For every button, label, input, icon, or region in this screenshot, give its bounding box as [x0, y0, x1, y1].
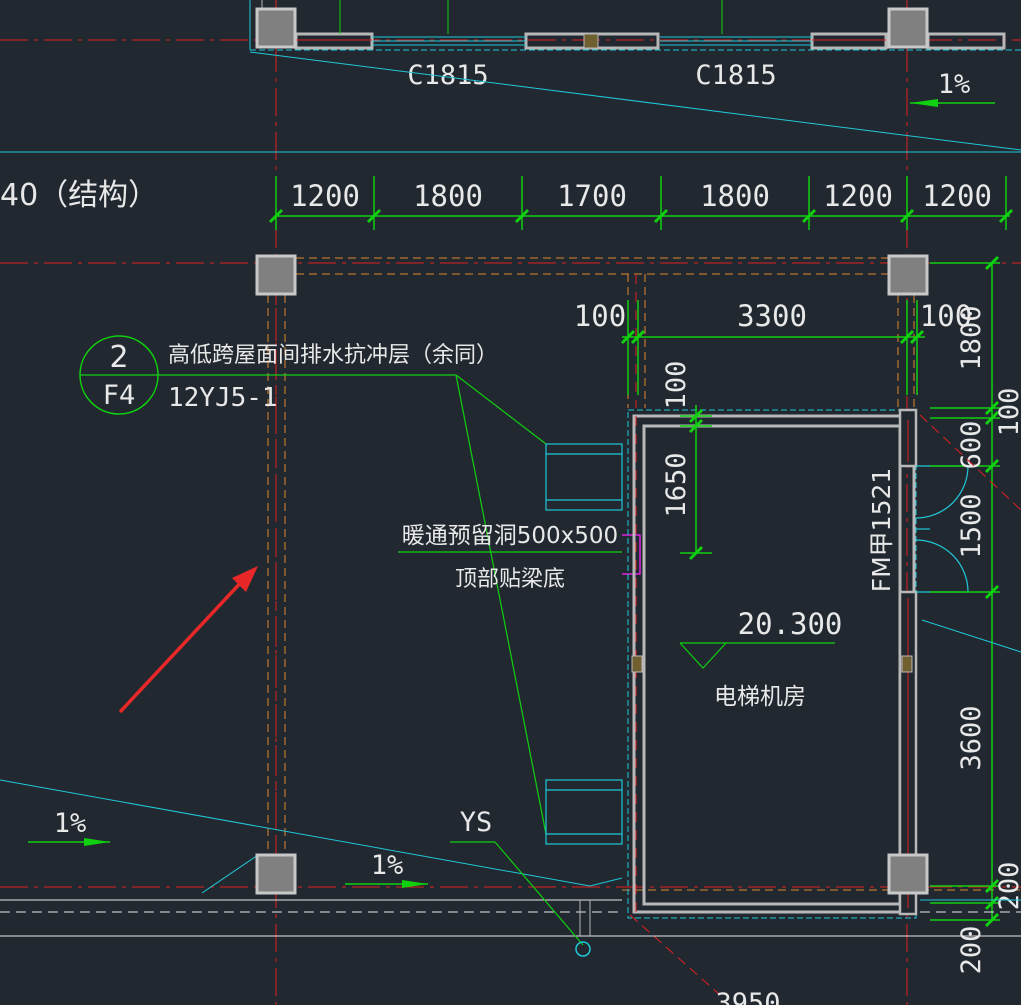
elevation-triangle	[679, 642, 727, 669]
beam-outlines	[267, 257, 1021, 891]
dim-inner-mid: 3300	[737, 299, 807, 333]
column-mid-left	[255, 254, 297, 296]
slope-arrowhead-top	[910, 99, 938, 107]
top-dimension-chain	[268, 176, 1014, 230]
anti-scour-pad-lower	[545, 779, 623, 845]
hvac-opening-mark	[622, 534, 641, 575]
slope-arrowhead-left	[84, 838, 110, 846]
dim-room-100: 100	[661, 361, 692, 410]
dim-right-3600: 3600	[956, 705, 987, 770]
slope-label-bottom: 1%	[371, 850, 404, 881]
anti-scour-pad-upper	[545, 443, 623, 511]
annotation-arrow-head	[232, 566, 258, 592]
slope-label-left: 1%	[54, 808, 87, 839]
pipe-leader-diagonal	[494, 841, 584, 946]
cyan-diagonal-right	[921, 619, 1021, 653]
roof-ridge-line-bottom	[0, 779, 591, 887]
annotation-arrow-shaft	[118, 576, 247, 714]
hvac-note: 暖通预留洞500x500	[402, 523, 618, 549]
wall-opening-left	[631, 655, 643, 673]
slope-label-top: 1%	[938, 69, 971, 100]
right-dimension-chain	[930, 255, 1000, 928]
column-top-left	[255, 7, 297, 49]
dim-inner-right: 100	[920, 299, 972, 333]
dim-right-200a: 200	[994, 862, 1021, 911]
column-bottom-left	[255, 853, 297, 895]
dim-top-4: 1800	[700, 179, 770, 213]
callout-note: 高低跨屋面间排水抗冲层（余同）	[168, 343, 498, 368]
elevation-note: 40（结构）	[0, 178, 158, 213]
window-label-2: C1815	[695, 60, 776, 91]
roof-corner-line	[201, 854, 259, 894]
beam-centerlines	[275, 274, 637, 855]
column-top-right	[887, 7, 929, 49]
dim-right-100: 100	[994, 388, 1021, 437]
pipe-label: YS	[460, 807, 493, 838]
callout-standard: 12YJ5-1	[168, 383, 278, 413]
dim-inner-left: 100	[574, 299, 626, 333]
room-name: 电梯机房	[714, 684, 806, 710]
dim-top-2: 1800	[413, 179, 483, 213]
red-diagonal-bottom	[629, 914, 721, 996]
callout-sheet: F4	[103, 380, 136, 411]
hvac-subnote: 顶部贴梁底	[455, 567, 565, 592]
dim-right-1800: 1800	[956, 305, 987, 370]
wall-opening-right	[901, 655, 913, 673]
dim-bottom: 3950	[715, 988, 780, 1005]
window-label-1: C1815	[407, 60, 488, 91]
dim-top-1: 1200	[290, 179, 360, 213]
callout-number: 2	[109, 340, 128, 375]
room-elevation: 20.300	[738, 607, 843, 641]
dim-right-200b: 200	[956, 926, 987, 975]
dim-right-600: 600	[956, 421, 987, 470]
callout-leader-upper	[455, 374, 547, 445]
column-bottom-right	[887, 853, 929, 895]
dim-top-3: 1700	[557, 179, 627, 213]
dim-top-5: 1200	[823, 179, 893, 213]
bottom-wall-strip	[0, 899, 1021, 937]
inner-dimension-chain	[620, 300, 925, 395]
callout-leader-lower	[455, 374, 547, 835]
dim-room-1650: 1650	[661, 452, 692, 517]
top-wall-strip	[249, 0, 1021, 51]
column-mid-right	[887, 254, 929, 296]
room-height-dimension	[680, 405, 712, 561]
red-diagonal-right	[919, 414, 1021, 511]
roof-ridge-line-top	[249, 51, 1021, 151]
roof-drain-symbol	[575, 941, 591, 957]
slope-arrowhead-bottom	[402, 880, 428, 888]
dim-right-1500: 1500	[956, 493, 987, 558]
dim-top-6: 1200	[922, 179, 992, 213]
door-label: FM甲1521	[867, 468, 896, 593]
roof-ridge-link	[589, 877, 623, 887]
